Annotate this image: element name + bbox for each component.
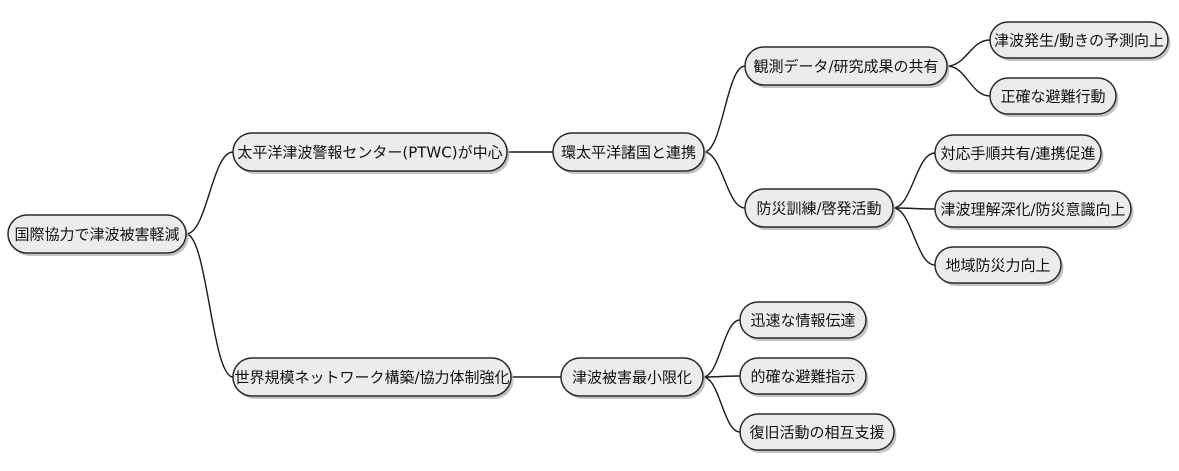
node-label-e2: 正確な避難行動	[1000, 88, 1105, 106]
node-box-e4[interactable]	[934, 190, 1132, 228]
mindmap-node-e4[interactable]: 津波理解深化/防災意識向上	[934, 190, 1134, 230]
node-label-f2: 的確な避難指示	[750, 368, 855, 386]
mindmap-node-b1[interactable]: 太平洋津波警報センター(PTWC)が中心	[232, 132, 510, 174]
edge-c2-to-f2	[702, 375, 741, 378]
edge-c2-to-f3	[702, 376, 741, 433]
edge-d2-to-e5	[892, 207, 936, 266]
mindmap-node-c1[interactable]: 環太平洋諸国と連携	[552, 132, 707, 174]
edges-layer	[185, 39, 991, 433]
node-box-c2[interactable]	[560, 357, 704, 397]
edge-d1-to-e2	[946, 65, 991, 97]
node-label-root: 国際協力で津波被害軽減	[14, 226, 179, 244]
node-box-e2[interactable]	[989, 77, 1117, 115]
node-label-b2: 世界規模ネットワーク構築/協力体制強化	[234, 369, 509, 387]
node-box-b1[interactable]	[232, 132, 508, 172]
nodes-layer: 国際協力で津波被害軽減 太平洋津波警報センター(PTWC)が中心世界規模ネットワー…	[7, 21, 1171, 453]
node-label-c2: 津波被害最小限化	[572, 369, 692, 387]
node-label-c1: 環太平洋諸国と連携	[561, 144, 696, 162]
mindmap-node-e2[interactable]: 正確な避難行動	[989, 77, 1119, 117]
node-box-e5[interactable]	[934, 246, 1062, 284]
node-box-c1[interactable]	[552, 132, 705, 172]
node-box-f1[interactable]	[739, 301, 867, 339]
mindmap-node-e1[interactable]: 津波発生/動きの予測向上	[989, 21, 1171, 61]
mindmap-node-b2[interactable]: 世界規模ネットワーク構築/協力体制強化	[232, 357, 514, 399]
edge-c2-to-f1	[702, 319, 741, 378]
edge-c1-to-d2	[703, 151, 746, 209]
mindmap-node-root[interactable]: 国際協力で津波被害軽減	[7, 214, 189, 256]
mindmap-node-e3[interactable]: 対応手順共有/連携促進	[934, 134, 1104, 174]
node-label-f3: 復旧活動の相互支援	[749, 424, 884, 442]
node-box-f2[interactable]	[739, 357, 867, 395]
node-label-e4: 津波理解深化/防災意識向上	[940, 201, 1125, 219]
edge-d2-to-e4	[892, 207, 936, 210]
edge-root-to-b2	[185, 233, 234, 378]
edge-c1-to-d1	[703, 65, 746, 153]
node-label-e3: 対応手順共有/連携促進	[940, 145, 1095, 163]
node-box-root[interactable]	[7, 214, 187, 254]
edge-d2-to-e3	[892, 152, 936, 209]
mindmap-node-c2[interactable]: 津波被害最小限化	[560, 357, 706, 399]
node-box-d1[interactable]	[744, 46, 948, 86]
node-label-e1: 津波発生/動きの予測向上	[994, 32, 1164, 50]
mindmap-node-f2[interactable]: 的確な避難指示	[739, 357, 869, 397]
node-box-e1[interactable]	[989, 21, 1169, 59]
node-label-f1: 迅速な情報伝達	[750, 312, 855, 330]
mindmap-node-d2[interactable]: 防災訓練/啓発活動	[744, 188, 896, 230]
node-label-d1: 観測データ/研究成果の共有	[753, 58, 938, 76]
mindmap-node-e5[interactable]: 地域防災力向上	[934, 246, 1064, 286]
mindmap-node-f3[interactable]: 復旧活動の相互支援	[739, 413, 897, 453]
node-label-e5: 地域防災力向上	[945, 257, 1050, 275]
node-label-b1: 太平洋津波警報センター(PTWC)が中心	[237, 144, 502, 162]
mindmap-node-f1[interactable]: 迅速な情報伝達	[739, 301, 869, 341]
edge-d1-to-e1	[946, 39, 991, 67]
mindmap-node-d1[interactable]: 観測データ/研究成果の共有	[744, 46, 950, 88]
edge-root-to-b1	[185, 151, 234, 235]
node-box-b2[interactable]	[232, 357, 512, 397]
node-label-d2: 防災訓練/啓発活動	[756, 200, 881, 218]
node-box-d2[interactable]	[744, 188, 894, 228]
node-box-e3[interactable]	[934, 134, 1102, 172]
node-box-f3[interactable]	[739, 413, 895, 451]
